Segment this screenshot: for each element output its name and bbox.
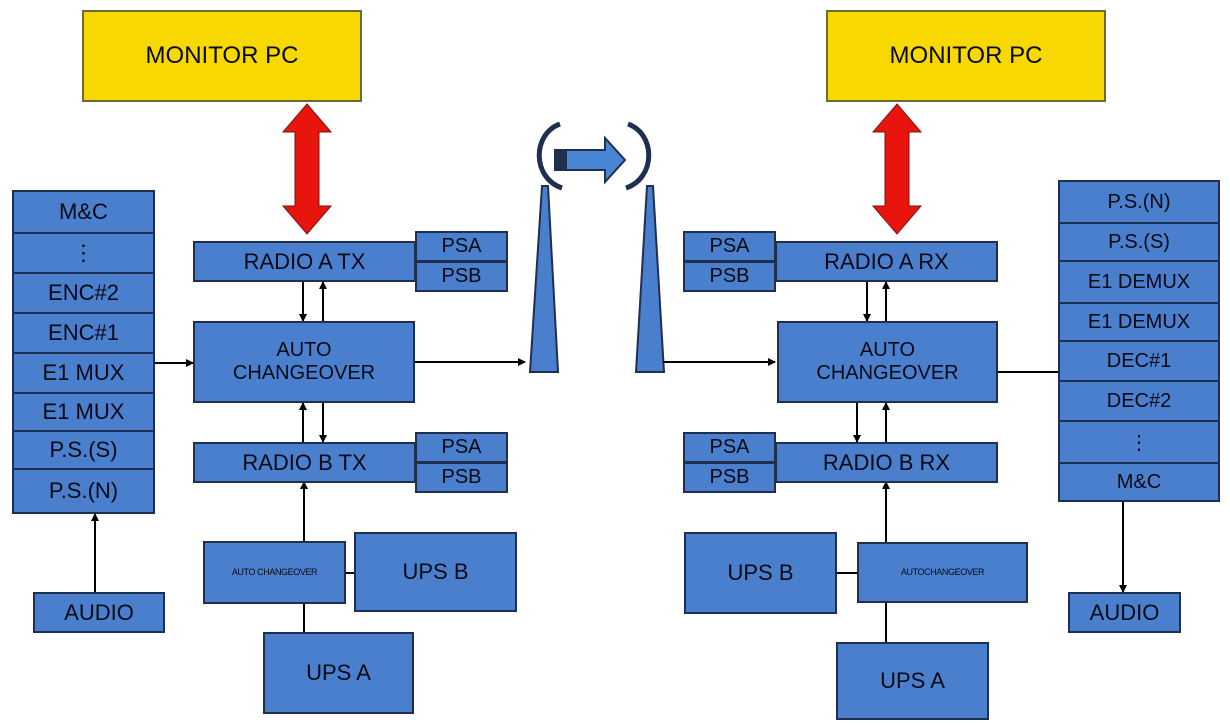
tx-stack-ellipsis: ⋮ <box>14 234 153 274</box>
rx-auto-changeover-line1: AUTO <box>859 339 916 361</box>
rx-radio-b: RADIO B RX <box>775 442 998 483</box>
rx-monitor-pc: MONITOR PC <box>826 10 1106 102</box>
rx-ups-a: UPS A <box>836 642 989 720</box>
rx-stack-ps-s: P.S.(S) <box>1060 224 1218 262</box>
rx-radio-b-psb: PSB <box>683 462 776 493</box>
rx-stack-ellipsis: ⋮ <box>1060 422 1218 464</box>
tx-stack-mc: M&C <box>14 192 153 234</box>
rx-antenna-mast <box>634 185 666 373</box>
rx-antenna-dish <box>625 121 652 191</box>
tx-auto-changeover-line1: AUTO <box>276 339 332 361</box>
rx-ups-b: UPS B <box>684 532 837 614</box>
tx-mux-stack: M&C ⋮ ENC#2 ENC#1 E1 MUX E1 MUX P.S.(S) … <box>12 190 155 514</box>
tx-monitor-pc: MONITOR PC <box>82 10 362 102</box>
tx-radio-a-psa: PSA <box>415 231 508 262</box>
rx-auto-changeover-line2: CHANGEOVER <box>816 362 959 384</box>
tx-radio-b: RADIO B TX <box>193 442 416 483</box>
tx-ups-a: UPS A <box>263 632 414 714</box>
rx-stack-dec1: DEC#1 <box>1060 342 1218 382</box>
microwave-link-source-mark <box>555 150 567 170</box>
tx-radio-a: RADIO A TX <box>193 241 416 282</box>
tx-auto-changeover: AUTO CHANGEOVER <box>193 321 415 403</box>
rx-stack-e1demux-2: E1 DEMUX <box>1060 304 1218 342</box>
tx-radio-a-psb: PSB <box>415 261 508 292</box>
tx-stack-ps-s: P.S.(S) <box>14 432 153 470</box>
rx-audio: AUDIO <box>1068 592 1181 633</box>
rx-radio-a-psa: PSA <box>683 231 776 262</box>
rx-monitor-link-arrow <box>871 103 923 235</box>
tx-monitor-link-arrow <box>281 103 333 235</box>
tx-stack-enc2: ENC#2 <box>14 274 153 314</box>
tx-antenna-mast <box>528 185 560 373</box>
rx-radio-a-psb: PSB <box>683 261 776 292</box>
tx-antenna-dish <box>536 121 563 191</box>
rx-stack-dec2: DEC#2 <box>1060 382 1218 422</box>
tx-ups-b: UPS B <box>354 532 517 612</box>
tx-radio-b-psa: PSA <box>415 432 508 463</box>
tx-radio-b-psb: PSB <box>415 462 508 493</box>
rx-auto-changeover: AUTO CHANGEOVER <box>777 321 998 403</box>
tx-stack-ps-n: P.S.(N) <box>48 478 119 503</box>
rx-stack-ps-n: P.S.(N) <box>1060 182 1218 224</box>
rx-stack-mc: M&C <box>1116 470 1162 493</box>
tx-stack-e1mux-2: E1 MUX <box>14 394 153 432</box>
tx-auto-changeover-line2: CHANGEOVER <box>232 362 376 384</box>
tx-power-auto-changeover: AUTO CHANGEOVER <box>203 541 346 604</box>
rx-stack-e1demux-1: E1 DEMUX <box>1060 262 1218 304</box>
rx-demux-stack: P.S.(N) P.S.(S) E1 DEMUX E1 DEMUX DEC#1 … <box>1058 180 1220 502</box>
tx-audio: AUDIO <box>33 592 165 633</box>
tx-stack-e1mux-1: E1 MUX <box>14 354 153 394</box>
rx-radio-b-psa: PSA <box>683 432 776 463</box>
rx-radio-a: RADIO A RX <box>775 241 998 282</box>
tx-stack-enc1: ENC#1 <box>14 314 153 354</box>
rx-power-auto-changeover: AUTOCHANGEOVER <box>857 542 1028 603</box>
